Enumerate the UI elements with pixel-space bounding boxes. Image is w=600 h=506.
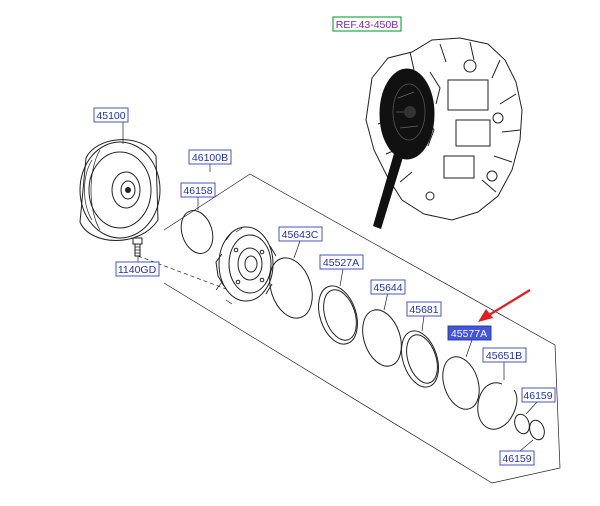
oil-pump: [215, 226, 277, 305]
svg-text:46159: 46159: [523, 390, 552, 402]
svg-text:45644: 45644: [373, 282, 402, 294]
leader-lines: [122, 122, 538, 452]
svg-text:45651B: 45651B: [486, 350, 522, 362]
snap-ring: [477, 382, 518, 430]
svg-text:45681: 45681: [409, 304, 438, 316]
part-label-45577a[interactable]: 45577A: [447, 325, 492, 341]
svg-text:REF.43-450B: REF.43-450B: [336, 19, 398, 31]
part-label-1140gd[interactable]: 1140GD: [115, 261, 160, 277]
ring-45577a: [442, 356, 480, 410]
svg-text:45643C: 45643C: [282, 229, 319, 241]
svg-text:45577A: 45577A: [451, 328, 487, 340]
pump-oring: [180, 210, 214, 254]
part-label-45681[interactable]: 45681: [406, 301, 442, 317]
part-label-46158[interactable]: 46158: [180, 182, 216, 198]
seal-ring-b: [318, 285, 358, 345]
torque-converter: [79, 139, 161, 241]
highlight-arrow: [478, 289, 531, 322]
oring-small-upper: [514, 413, 530, 435]
oring-small-lower: [529, 419, 545, 441]
assembly-frame: [163, 173, 561, 484]
svg-text:45527A: 45527A: [323, 257, 359, 269]
bolt: [132, 237, 143, 257]
part-label-45100[interactable]: 45100: [93, 107, 129, 123]
part-label-46159-lower[interactable]: 46159: [499, 450, 535, 466]
part-label-45651b[interactable]: 45651B: [482, 347, 527, 363]
bolt-axis-line: [137, 255, 227, 290]
svg-text:1140GD: 1140GD: [118, 264, 157, 276]
svg-text:46100B: 46100B: [192, 152, 228, 164]
transmission-illustration: [365, 37, 523, 229]
part-label-46100b[interactable]: 46100B: [188, 149, 232, 165]
part-label-46159-upper[interactable]: 46159: [521, 387, 556, 403]
seal-45681: [401, 330, 439, 388]
reference-label[interactable]: REF.43-450B: [332, 16, 402, 32]
svg-text:46159: 46159: [502, 453, 531, 465]
svg-text:45100: 45100: [96, 110, 125, 122]
part-label-45644[interactable]: 45644: [370, 279, 406, 295]
svg-text:46158: 46158: [183, 185, 212, 197]
part-label-45643c[interactable]: 45643C: [278, 226, 323, 242]
seal-ring-a: [269, 257, 313, 319]
oring-45644: [362, 309, 402, 367]
part-label-45527a[interactable]: 45527A: [319, 254, 364, 270]
